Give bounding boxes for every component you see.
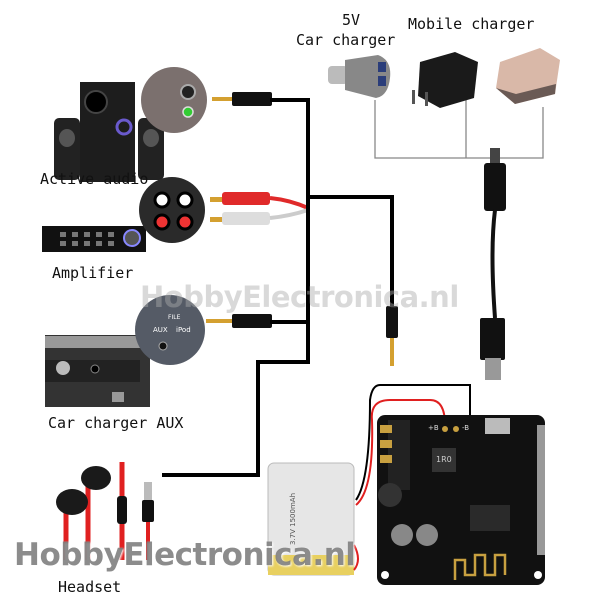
inset-file-label: FILE (168, 314, 181, 321)
inset-ipod-label: iPod (176, 326, 191, 334)
headset-device (56, 462, 154, 560)
car-charger-label: Car charger (296, 31, 396, 49)
charger-bracket (374, 100, 544, 159)
rca-sockets (153, 191, 194, 231)
battery-positive-wire (355, 399, 446, 506)
aux-plug-top (212, 92, 272, 106)
active-speakers-device (54, 82, 164, 182)
watermark-center: HobbyElectronica.nl (140, 280, 459, 314)
mobile-charger-label: Mobile charger (408, 15, 535, 33)
audio-wire (162, 98, 394, 477)
car-radio-device (45, 335, 150, 407)
bluetooth-audio-board (377, 415, 545, 585)
battery-negative-wire (355, 384, 471, 501)
headset-label: Headset (58, 578, 122, 596)
board-minus-pad-label: -B (462, 424, 470, 432)
amplifier-device (42, 226, 146, 252)
board-plus-pad-label: +B (428, 424, 439, 432)
wall-charger-device (412, 52, 478, 108)
watermark-bottom: HobbyElectronica.nl (14, 537, 356, 573)
rca-plugs (210, 192, 309, 225)
amplifier-label: Amplifier (52, 264, 134, 282)
car-charger-voltage-label: 5V (342, 11, 361, 29)
lipo-battery (267, 462, 355, 576)
board-inductor-label: 1R0 (436, 455, 452, 464)
micro-usb-cable (480, 148, 506, 380)
power-bank-device (496, 48, 560, 104)
inset-aux-label: AUX (153, 326, 168, 334)
rca-inset (139, 177, 205, 243)
car-charger-device (328, 55, 391, 98)
aux-inset (135, 295, 205, 365)
car-charger-aux-label: Car charger AUX (48, 414, 184, 432)
active-audio-label: Active audio (40, 170, 149, 188)
aux-plug-middle (206, 314, 272, 328)
aux-plug-center (386, 306, 398, 366)
audio-jack-inset (141, 67, 207, 133)
